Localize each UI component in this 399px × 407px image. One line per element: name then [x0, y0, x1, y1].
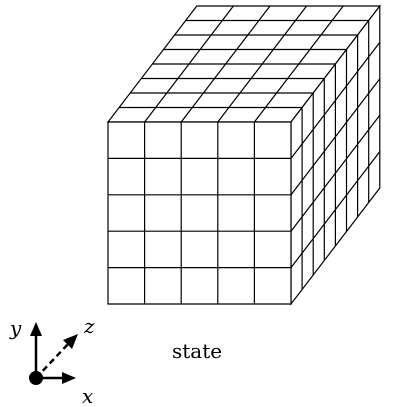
side-grid-line [290, 151, 381, 268]
voxel-cube [106, 4, 382, 306]
cube-front-face [107, 121, 292, 305]
caption-label: state [172, 339, 222, 363]
z-axis-arrow [35, 341, 71, 379]
z-arrowhead [63, 334, 78, 349]
side-grid-line [290, 78, 381, 196]
axis-gizmo: y z x [9, 314, 95, 407]
x-axis-label: x [82, 384, 93, 407]
z-axis-label: z [83, 314, 95, 338]
side-grid-line [290, 42, 381, 159]
side-grid-line [290, 114, 381, 232]
y-arrowhead [30, 322, 42, 336]
y-axis-label: y [9, 316, 22, 340]
x-arrowhead [62, 372, 76, 384]
